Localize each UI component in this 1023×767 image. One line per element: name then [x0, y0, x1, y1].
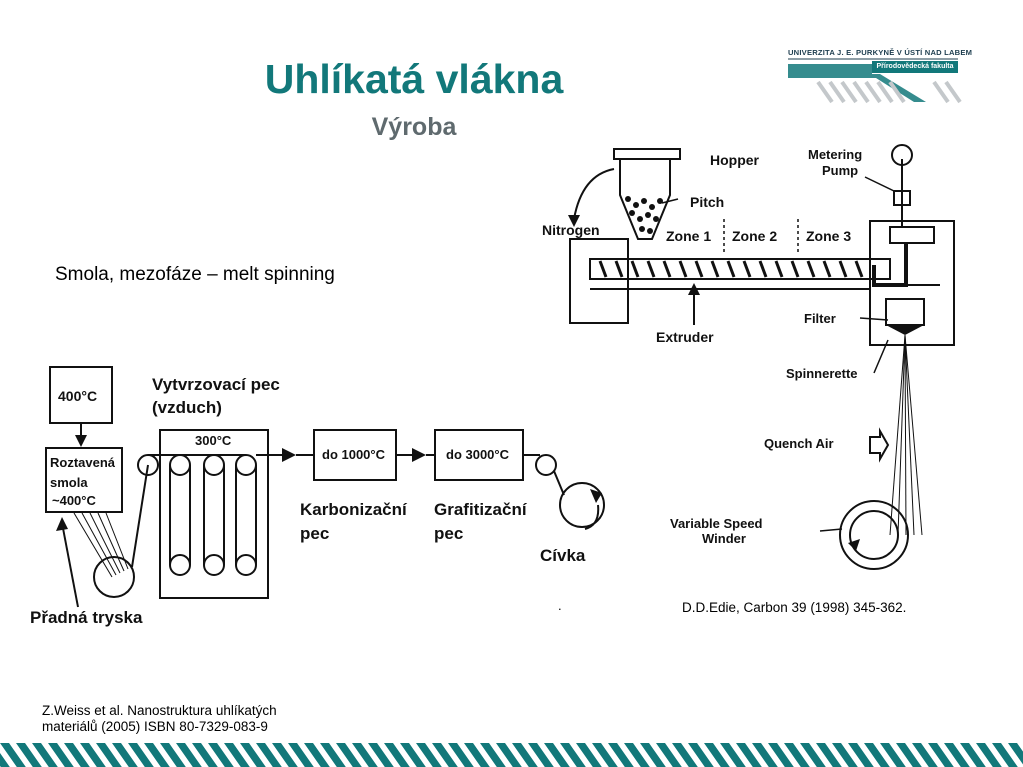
reference-weiss-line-2: materiálů (2005) ISBN 80-7329-083-9 [42, 719, 268, 734]
molten-pitch-label-2: smola [50, 475, 88, 490]
molten-pitch-label-1: Roztavená [50, 455, 116, 470]
zone2-label: Zone 2 [732, 228, 777, 244]
winder-drum [839, 500, 909, 570]
extruder-label: Extruder [656, 329, 714, 345]
metering-pump-label-2: Pump [822, 163, 858, 178]
reference-weiss: Z.Weiss et al. Nanostruktura uhlíkatých … [42, 703, 342, 735]
molten-pitch-label-3: ~400°C [52, 493, 96, 508]
pitch-label: Pitch [690, 194, 724, 210]
process-description: Smola, mezofáze – melt spinning [55, 264, 335, 285]
logo-graphic [788, 58, 962, 104]
slide-subtitle: Výroba [371, 113, 457, 141]
carbonization-temp-label: do 1000°C [322, 447, 386, 462]
curing-furnace-label-1: Vytvrzovací pec [152, 375, 280, 394]
graphitization-label-1: Grafitizační [434, 500, 528, 519]
graphitization-temp-label: do 3000°C [446, 447, 510, 462]
spool-circle [559, 482, 605, 528]
spinneret-label: Přadná tryska [30, 608, 143, 627]
metering-pump-label-1: Metering [808, 147, 862, 162]
extruder-barrel [589, 258, 891, 280]
carbonization-label-2: pec [300, 524, 329, 543]
winder-label-1: Variable Speed [670, 516, 763, 531]
curing-furnace-label-2: (vzduch) [152, 398, 222, 417]
carbonization-label-1: Karbonizační [300, 500, 408, 519]
filter-label: Filter [804, 311, 836, 326]
logo-university-name: UNIVERZITA J. E. PURKYNĚ V ÚSTÍ NAD LABE… [788, 48, 973, 57]
reference-edie: D.D.Edie, Carbon 39 (1998) 345-362. [682, 600, 907, 615]
stray-dot: . [558, 598, 562, 613]
curing-temp-label: 300°C [195, 433, 232, 448]
extruder-spinning-diagram: Hopper Pitch Nitrogen Metering Pump Zone… [542, 144, 955, 570]
graphitization-label-2: pec [434, 524, 463, 543]
zone3-label: Zone 3 [806, 228, 851, 244]
winder-label-2: Winder [702, 531, 746, 546]
footer-stripe-band [0, 743, 1023, 767]
slide-title: Uhlíkatá vlákna [264, 56, 564, 102]
molten-pitch-box [45, 447, 123, 513]
curing-furnace-box [159, 429, 269, 599]
melt-temp-label: 400°C [58, 388, 97, 404]
nitrogen-label: Nitrogen [542, 222, 600, 238]
spool-label: Cívka [540, 546, 586, 565]
logo-faculty-name: Přírodovědecká fakulta [872, 61, 958, 73]
hopper-label: Hopper [710, 152, 760, 168]
zone1-label: Zone 1 [666, 228, 711, 244]
spinning-head [869, 220, 955, 346]
spinnerette-label: Spinnerette [786, 366, 858, 381]
reference-weiss-line-1: Z.Weiss et al. Nanostruktura uhlíkatých [42, 703, 277, 718]
quench-air-label: Quench Air [764, 436, 834, 451]
melt-spinning-process-diagram: 400°C Roztavená smola ~400°C Vytvrzovací… [30, 366, 605, 627]
university-logo: UNIVERZITA J. E. PURKYNĚ V ÚSTÍ NAD LABE… [784, 44, 972, 106]
